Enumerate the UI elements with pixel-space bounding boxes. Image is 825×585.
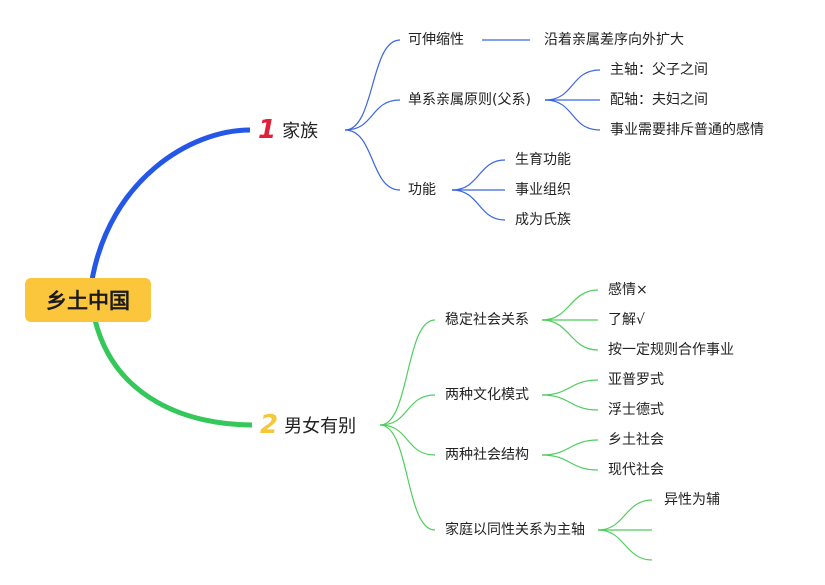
family-sub-connector-3c xyxy=(451,189,506,221)
gender-sub-connector-3b xyxy=(541,454,599,471)
root-topic[interactable]: 乡土中国 xyxy=(25,278,151,322)
branch-gender-label: 男女有别 xyxy=(284,416,357,437)
topic-function[interactable]: 功能 xyxy=(408,182,436,198)
subtopic-faustian[interactable]: 浮士德式 xyxy=(608,402,664,418)
subtopic-understanding-yes[interactable]: 了解√ xyxy=(608,312,645,328)
subtopic-main-axis[interactable]: 主轴：父子之间 xyxy=(610,62,708,78)
number-2-icon: 2 xyxy=(260,410,279,440)
subtopic-reproduction[interactable]: 生育功能 xyxy=(515,152,571,168)
branch-1-connector xyxy=(89,127,253,283)
gender-connector-1 xyxy=(379,319,436,426)
topic-same-sex-axis[interactable]: 家庭以同性关系为主轴 xyxy=(445,522,585,538)
subtopic-secondary-axis[interactable]: 配轴：夫妇之间 xyxy=(610,92,708,108)
family-connector-1 xyxy=(344,39,401,131)
branch-family-label: 家族 xyxy=(282,121,319,142)
branch-gender[interactable]: 2 男女有别 xyxy=(252,406,367,444)
subtopic-rural-society[interactable]: 乡土社会 xyxy=(608,432,664,448)
family-connector-2 xyxy=(344,99,401,131)
gender-sub-connector-2b xyxy=(541,394,599,411)
branch-family[interactable]: 1 家族 xyxy=(250,111,329,149)
number-1-icon: 1 xyxy=(258,115,277,145)
topic-two-cultures[interactable]: 两种文化模式 xyxy=(445,387,529,403)
gender-connector-4 xyxy=(379,424,436,531)
subtopic-modern-society[interactable]: 现代社会 xyxy=(608,462,664,478)
topic-two-structures[interactable]: 两种社会结构 xyxy=(445,447,529,463)
subtopic-organization[interactable]: 事业组织 xyxy=(515,182,571,198)
subtopic-clan[interactable]: 成为氏族 xyxy=(515,212,571,228)
gender-sub-connector-4c xyxy=(597,529,653,561)
gender-sub-connector-3a xyxy=(541,439,599,456)
subtopic-opposite-sex-secondary[interactable]: 异性为辅 xyxy=(664,492,720,508)
subtopic-apollonian[interactable]: 亚普罗式 xyxy=(608,372,664,388)
branch-2-connector xyxy=(92,317,255,428)
gender-sub-connector-1c xyxy=(541,319,599,351)
gender-connector-2 xyxy=(379,394,436,426)
family-connector-3 xyxy=(344,129,401,191)
topic-unilineal-principle[interactable]: 单系亲属原则(父系) xyxy=(408,92,531,108)
gender-sub-connector-1a xyxy=(541,289,599,321)
family-sub-connector-3a xyxy=(451,159,506,191)
topic-stable-relations[interactable]: 稳定社会关系 xyxy=(445,312,529,328)
family-sub-connector-2a xyxy=(544,69,601,101)
subtopic-expand-outward[interactable]: 沿着亲属差序向外扩大 xyxy=(544,32,684,48)
subtopic-cooperate-rules[interactable]: 按一定规则合作事业 xyxy=(608,342,734,358)
family-sub-connector-2c xyxy=(544,99,601,131)
topic-scalability[interactable]: 可伸缩性 xyxy=(408,32,464,48)
gender-sub-connector-4a xyxy=(597,499,653,531)
gender-sub-connector-2a xyxy=(541,379,599,396)
gender-connector-3 xyxy=(379,424,436,456)
subtopic-exclude-emotion[interactable]: 事业需要排斥普通的感情 xyxy=(610,122,764,138)
subtopic-emotion-no[interactable]: 感情× xyxy=(608,282,648,298)
